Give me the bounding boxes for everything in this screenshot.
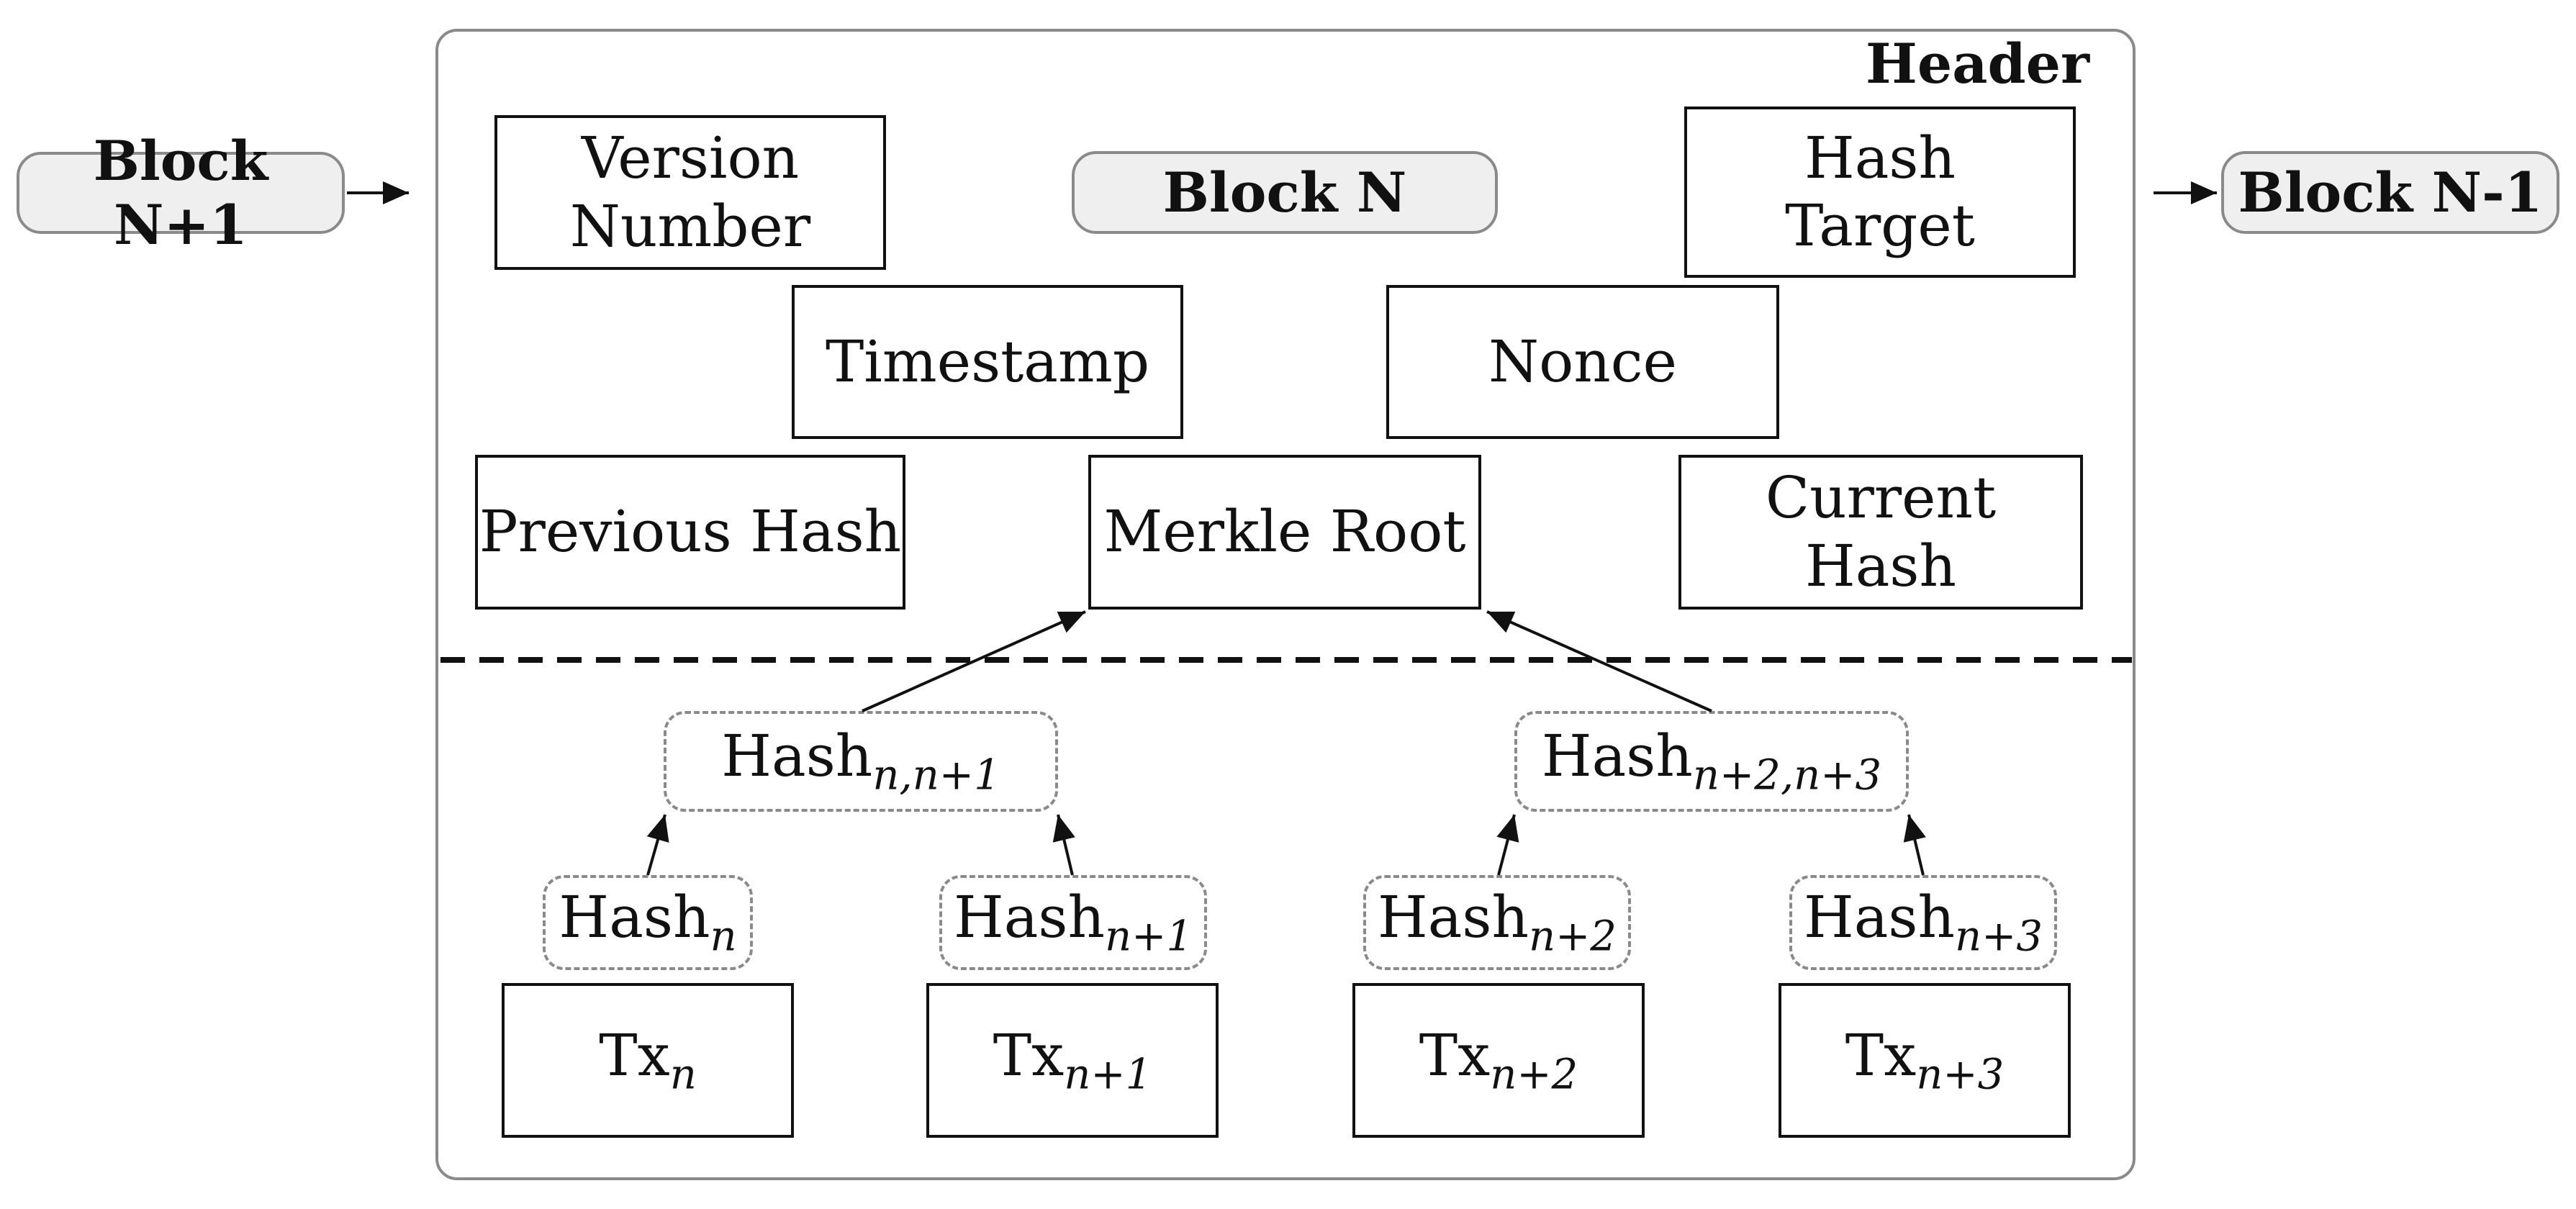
hash-target-line-1: Hash [1804, 124, 1956, 191]
tx-n-plus-3-sub: n+3 [1916, 1050, 2005, 1099]
tx-n-base: Tx [599, 1021, 670, 1089]
tx-n-plus-3-base: Tx [1845, 1021, 1917, 1089]
arrow-hash-n-plus-3-to-pair-right [1903, 814, 1926, 876]
nonce-box: Nonce [1386, 285, 1779, 439]
hash-leaf-n-plus-1: Hashn+1 [939, 875, 1207, 970]
hash-leaf-n: Hashn [543, 875, 753, 970]
tx-n-plus-3-label: Txn+3 [1845, 1022, 2004, 1099]
tx-n-plus-1-base: Tx [993, 1021, 1065, 1089]
tx-n-plus-2-sub: n+2 [1490, 1050, 1578, 1099]
previous-hash-label: Previous Hash [479, 498, 902, 566]
arrow-hash-n-plus-1-to-pair-left [1052, 814, 1075, 876]
tx-n-plus-1-sub: n+1 [1064, 1050, 1152, 1099]
hash-leaf-n-plus-3-base: Hash [1803, 884, 1956, 951]
block-n-minus-1: Block N-1 [2221, 151, 2559, 234]
block-n-minus-1-label: Block N-1 [2238, 160, 2543, 225]
hash-leaf-n-sub: n [710, 912, 737, 961]
tx-n-label: Txn [599, 1022, 697, 1099]
block-n-plus-1: Block N+1 [17, 129, 345, 257]
current-hash-box: Current Hash [1678, 455, 2083, 610]
nonce-label: Nonce [1488, 327, 1677, 395]
hash-pair-left: Hashn,n+1 [664, 711, 1058, 812]
hash-pair-left-sub: n,n+1 [872, 751, 1000, 800]
hash-leaf-n-plus-1-base: Hash [953, 884, 1106, 951]
version-number-line-1: Version [581, 124, 800, 192]
tx-n-plus-2: Txn+2 [1352, 983, 1645, 1138]
arrow-pair-left-to-merkle-root [862, 610, 1086, 712]
block-n-frame [435, 29, 2136, 1180]
hash-target-box: Hash Target [1684, 107, 2076, 278]
hash-leaf-n-plus-1-label: Hashn+1 [954, 884, 1193, 961]
merkle-root-box: Merkle Root [1088, 455, 1481, 610]
hash-pair-left-label: Hashn,n+1 [721, 723, 1000, 800]
tx-n-plus-3: Txn+3 [1779, 983, 2071, 1138]
block-n: Block N [1072, 151, 1498, 234]
tx-n-plus-2-base: Tx [1419, 1021, 1491, 1089]
version-number-line-2: Number [569, 192, 811, 260]
hash-leaf-n-plus-2: Hashn+2 [1363, 875, 1631, 970]
hash-leaf-n-plus-2-label: Hashn+2 [1378, 884, 1617, 961]
timestamp-label: Timestamp [825, 327, 1150, 395]
hash-pair-right-sub: n+2,n+3 [1692, 751, 1882, 800]
hash-pair-right-label: Hashn+2,n+3 [1542, 723, 1881, 800]
arrow-hash-n-to-pair-left [646, 814, 669, 876]
hash-leaf-n-plus-2-base: Hash [1377, 884, 1529, 951]
block-n-plus-1-label: Block N+1 [93, 129, 268, 257]
timestamp-box: Timestamp [792, 285, 1183, 439]
arrow-pair-right-to-merkle-root [1486, 610, 1712, 712]
hash-leaf-n-label: Hashn [559, 884, 736, 961]
hash-pair-right: Hashn+2,n+3 [1514, 711, 1909, 812]
arrow-hash-n-plus-2-to-pair-right [1496, 814, 1519, 876]
header-label: Header [1866, 32, 2089, 96]
block-n-label: Block N [1162, 160, 1407, 225]
hash-leaf-n-plus-2-sub: n+2 [1529, 912, 1617, 961]
hash-leaf-n-plus-3-sub: n+3 [1955, 912, 2043, 961]
hash-leaf-n-base: Hash [559, 884, 710, 951]
hash-leaf-n-plus-1-sub: n+1 [1105, 912, 1193, 961]
hash-leaf-n-plus-3: Hashn+3 [1789, 875, 2057, 970]
tx-n-plus-1-label: Txn+1 [993, 1022, 1152, 1099]
version-number-box: Version Number [494, 115, 886, 270]
hash-leaf-n-plus-3-label: Hashn+3 [1804, 884, 2043, 961]
tx-n-plus-1: Txn+1 [926, 983, 1219, 1138]
previous-hash-box: Previous Hash [475, 455, 905, 610]
hash-pair-left-base: Hash [721, 723, 873, 790]
tx-n: Txn [502, 983, 794, 1138]
hash-pair-right-base: Hash [1541, 723, 1693, 790]
current-hash-label: Current Hash [1765, 464, 1997, 599]
tx-n-sub: n [669, 1050, 697, 1099]
hash-target-line-2: Target [1785, 192, 1975, 259]
tx-n-plus-2-label: Txn+2 [1419, 1022, 1578, 1099]
merkle-root-label: Merkle Root [1103, 498, 1466, 566]
